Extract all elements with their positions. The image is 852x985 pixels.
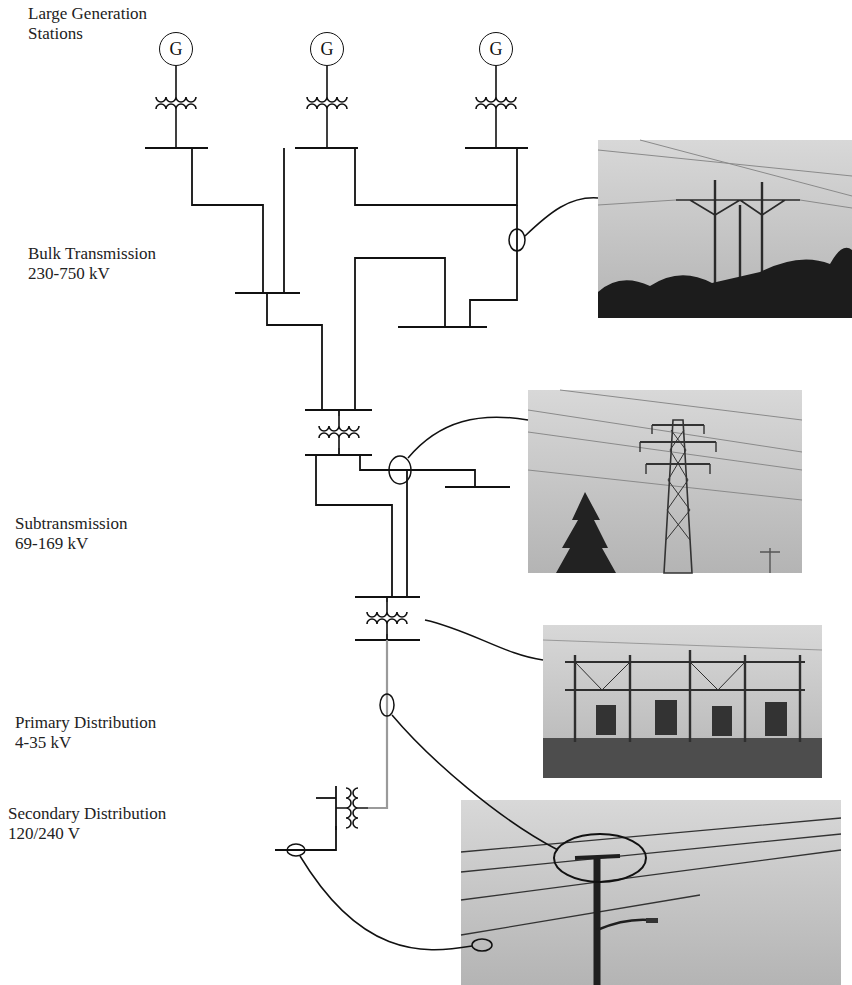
voltage-level-label: Large Generation Stations (28, 4, 168, 45)
generator-letter: G (321, 40, 334, 58)
voltage-level-label: Secondary Distribution 120/240 V (8, 804, 188, 845)
generator-leads (176, 66, 496, 148)
photo-transmission-line (598, 140, 852, 318)
primary-feeder (368, 640, 387, 808)
photo-substation (543, 625, 822, 778)
voltage-level-label: Bulk Transmission 230-750 kV (28, 244, 188, 285)
photo-lattice-tower (528, 390, 802, 573)
voltage-level-label: Subtransmission 69-169 kV (15, 514, 145, 555)
generator-letter: G (170, 40, 183, 58)
transformer-symbol (156, 87, 516, 119)
generator-circle: G (310, 32, 344, 66)
generator-circle: G (479, 32, 513, 66)
voltage-level-label: Primary Distribution 4-35 kV (15, 713, 173, 754)
generator-circle: G (159, 32, 193, 66)
generator-letter: G (490, 40, 503, 58)
transformer-symbol (319, 416, 407, 828)
bus-and-lines (145, 148, 528, 640)
secondary-lines (275, 786, 336, 850)
callout-leader (287, 198, 646, 951)
photo-distribution-pole (461, 800, 841, 985)
